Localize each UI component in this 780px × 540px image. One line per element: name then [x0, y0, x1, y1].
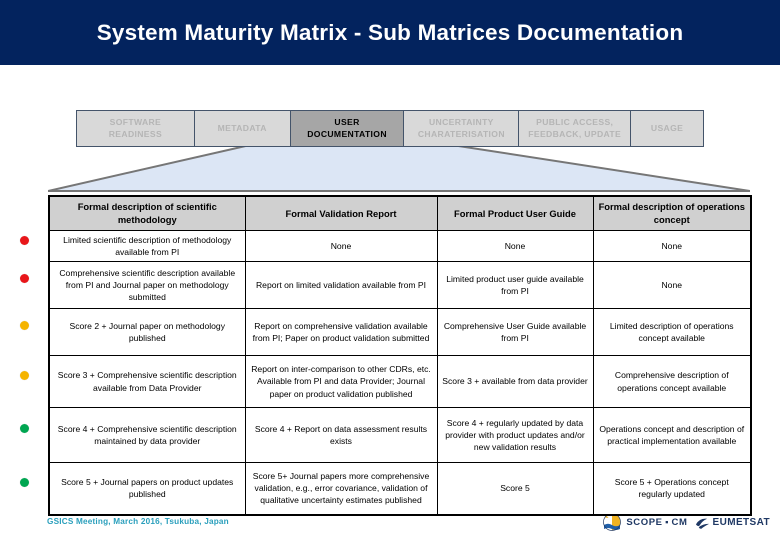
table-row: Limited scientific description of method…	[48, 229, 752, 263]
table-row: Score 5 + Journal papers on product upda…	[48, 462, 752, 516]
table-row: Score 2 + Journal paper on methodology p…	[48, 308, 752, 357]
score-marker-4	[0, 349, 48, 401]
tab-usage[interactable]: USAGE	[631, 111, 703, 146]
cell: Limited description of operations concep…	[592, 308, 752, 357]
score-marker-1	[0, 225, 48, 255]
score-dot-icon	[19, 321, 29, 330]
page-title: System Maturity Matrix - Sub Matrices Do…	[96, 19, 684, 45]
cell: Score 5 + Journal papers on product upda…	[48, 462, 246, 516]
score-marker-6	[0, 456, 48, 508]
score-dot-icon	[19, 477, 29, 487]
column-header-operations-concept: Formal description of operations concept	[592, 195, 752, 231]
cell: Comprehensive scientific description ava…	[48, 261, 246, 310]
cell: Score 4 + regularly updated by data prov…	[436, 407, 594, 464]
funnel-shape	[48, 145, 750, 192]
eumetsat-wordmark: EUMETSAT	[712, 516, 770, 528]
score-dot-icon	[19, 274, 29, 283]
scope-cm-logo: SCOPE ▪ CM	[602, 512, 687, 532]
score-dot-icon	[19, 370, 29, 380]
eumetsat-swirl-icon	[695, 518, 709, 529]
table-row: Comprehensive scientific description ava…	[48, 261, 752, 310]
title-bar: System Maturity Matrix - Sub Matrices Do…	[0, 0, 780, 65]
score-marker-2	[0, 255, 48, 302]
score-dot-icon	[19, 424, 29, 433]
column-header-validation-report: Formal Validation Report	[244, 195, 438, 231]
tab-label: PUBLIC ACCESS,FEEDBACK, UPDATE	[528, 116, 622, 139]
cell: None	[244, 229, 438, 263]
column-header-methodology: Formal description of scientific methodo…	[48, 195, 246, 231]
cell: Limited product user guide available fro…	[436, 261, 594, 310]
cell: Limited scientific description of method…	[48, 229, 246, 263]
table-header-row: Formal description of scientific methodo…	[48, 195, 752, 231]
cell: Report on limited validation available f…	[244, 261, 438, 310]
funnel-connector	[48, 145, 750, 195]
tab-metadata[interactable]: METADATA	[194, 111, 291, 146]
cell: Score 4 + Comprehensive scientific descr…	[48, 407, 246, 464]
cell: Report on comprehensive validation avail…	[244, 308, 438, 357]
score-dot-icon	[19, 235, 29, 245]
cell: Score 3 + Comprehensive scientific descr…	[48, 355, 246, 409]
cell: Score 5 + Operations concept regularly u…	[592, 462, 752, 516]
scope-cm-globe-icon	[603, 513, 622, 531]
cell: Score 3 + available from data provider	[436, 355, 594, 409]
cell: Score 5+ Journal papers more comprehensi…	[244, 462, 438, 516]
cell: Comprehensive User Guide available from …	[436, 308, 594, 357]
cell: Score 4 + Report on data assessment resu…	[244, 407, 438, 464]
table-row: Score 4 + Comprehensive scientific descr…	[48, 407, 752, 464]
cell: None	[436, 229, 594, 263]
score-marker-3	[0, 302, 48, 349]
tab-public-access-feedback-update[interactable]: PUBLIC ACCESS,FEEDBACK, UPDATE	[519, 111, 632, 146]
cell: Score 5	[436, 462, 594, 516]
column-header-product-user-guide: Formal Product User Guide	[436, 195, 594, 231]
score-marker-5	[0, 401, 48, 456]
score-marker-spacer	[0, 195, 48, 225]
cell: Operations concept and description of pr…	[592, 407, 752, 464]
scope-cm-wordmark: SCOPE ▪ CM	[626, 516, 688, 528]
footer-logos: SCOPE ▪ CM EUMETSAT	[602, 512, 770, 532]
cell: Score 2 + Journal paper on methodology p…	[48, 308, 246, 357]
cell: Report on inter-comparison to other CDRs…	[244, 355, 438, 409]
score-marker-column	[0, 195, 48, 508]
footer-meeting-label: GSICS Meeting, March 2016, Tsukuba, Japa…	[47, 517, 229, 526]
maturity-matrix-table: Formal description of scientific methodo…	[48, 195, 752, 516]
tab-label: USAGE	[650, 122, 684, 133]
cell: None	[592, 261, 752, 310]
table-row: Score 3 + Comprehensive scientific descr…	[48, 355, 752, 409]
eumetsat-logo: EUMETSAT	[695, 515, 770, 530]
cell: Comprehensive description of operations …	[592, 355, 752, 409]
cell: None	[592, 229, 752, 263]
tab-label: METADATA	[217, 122, 267, 133]
